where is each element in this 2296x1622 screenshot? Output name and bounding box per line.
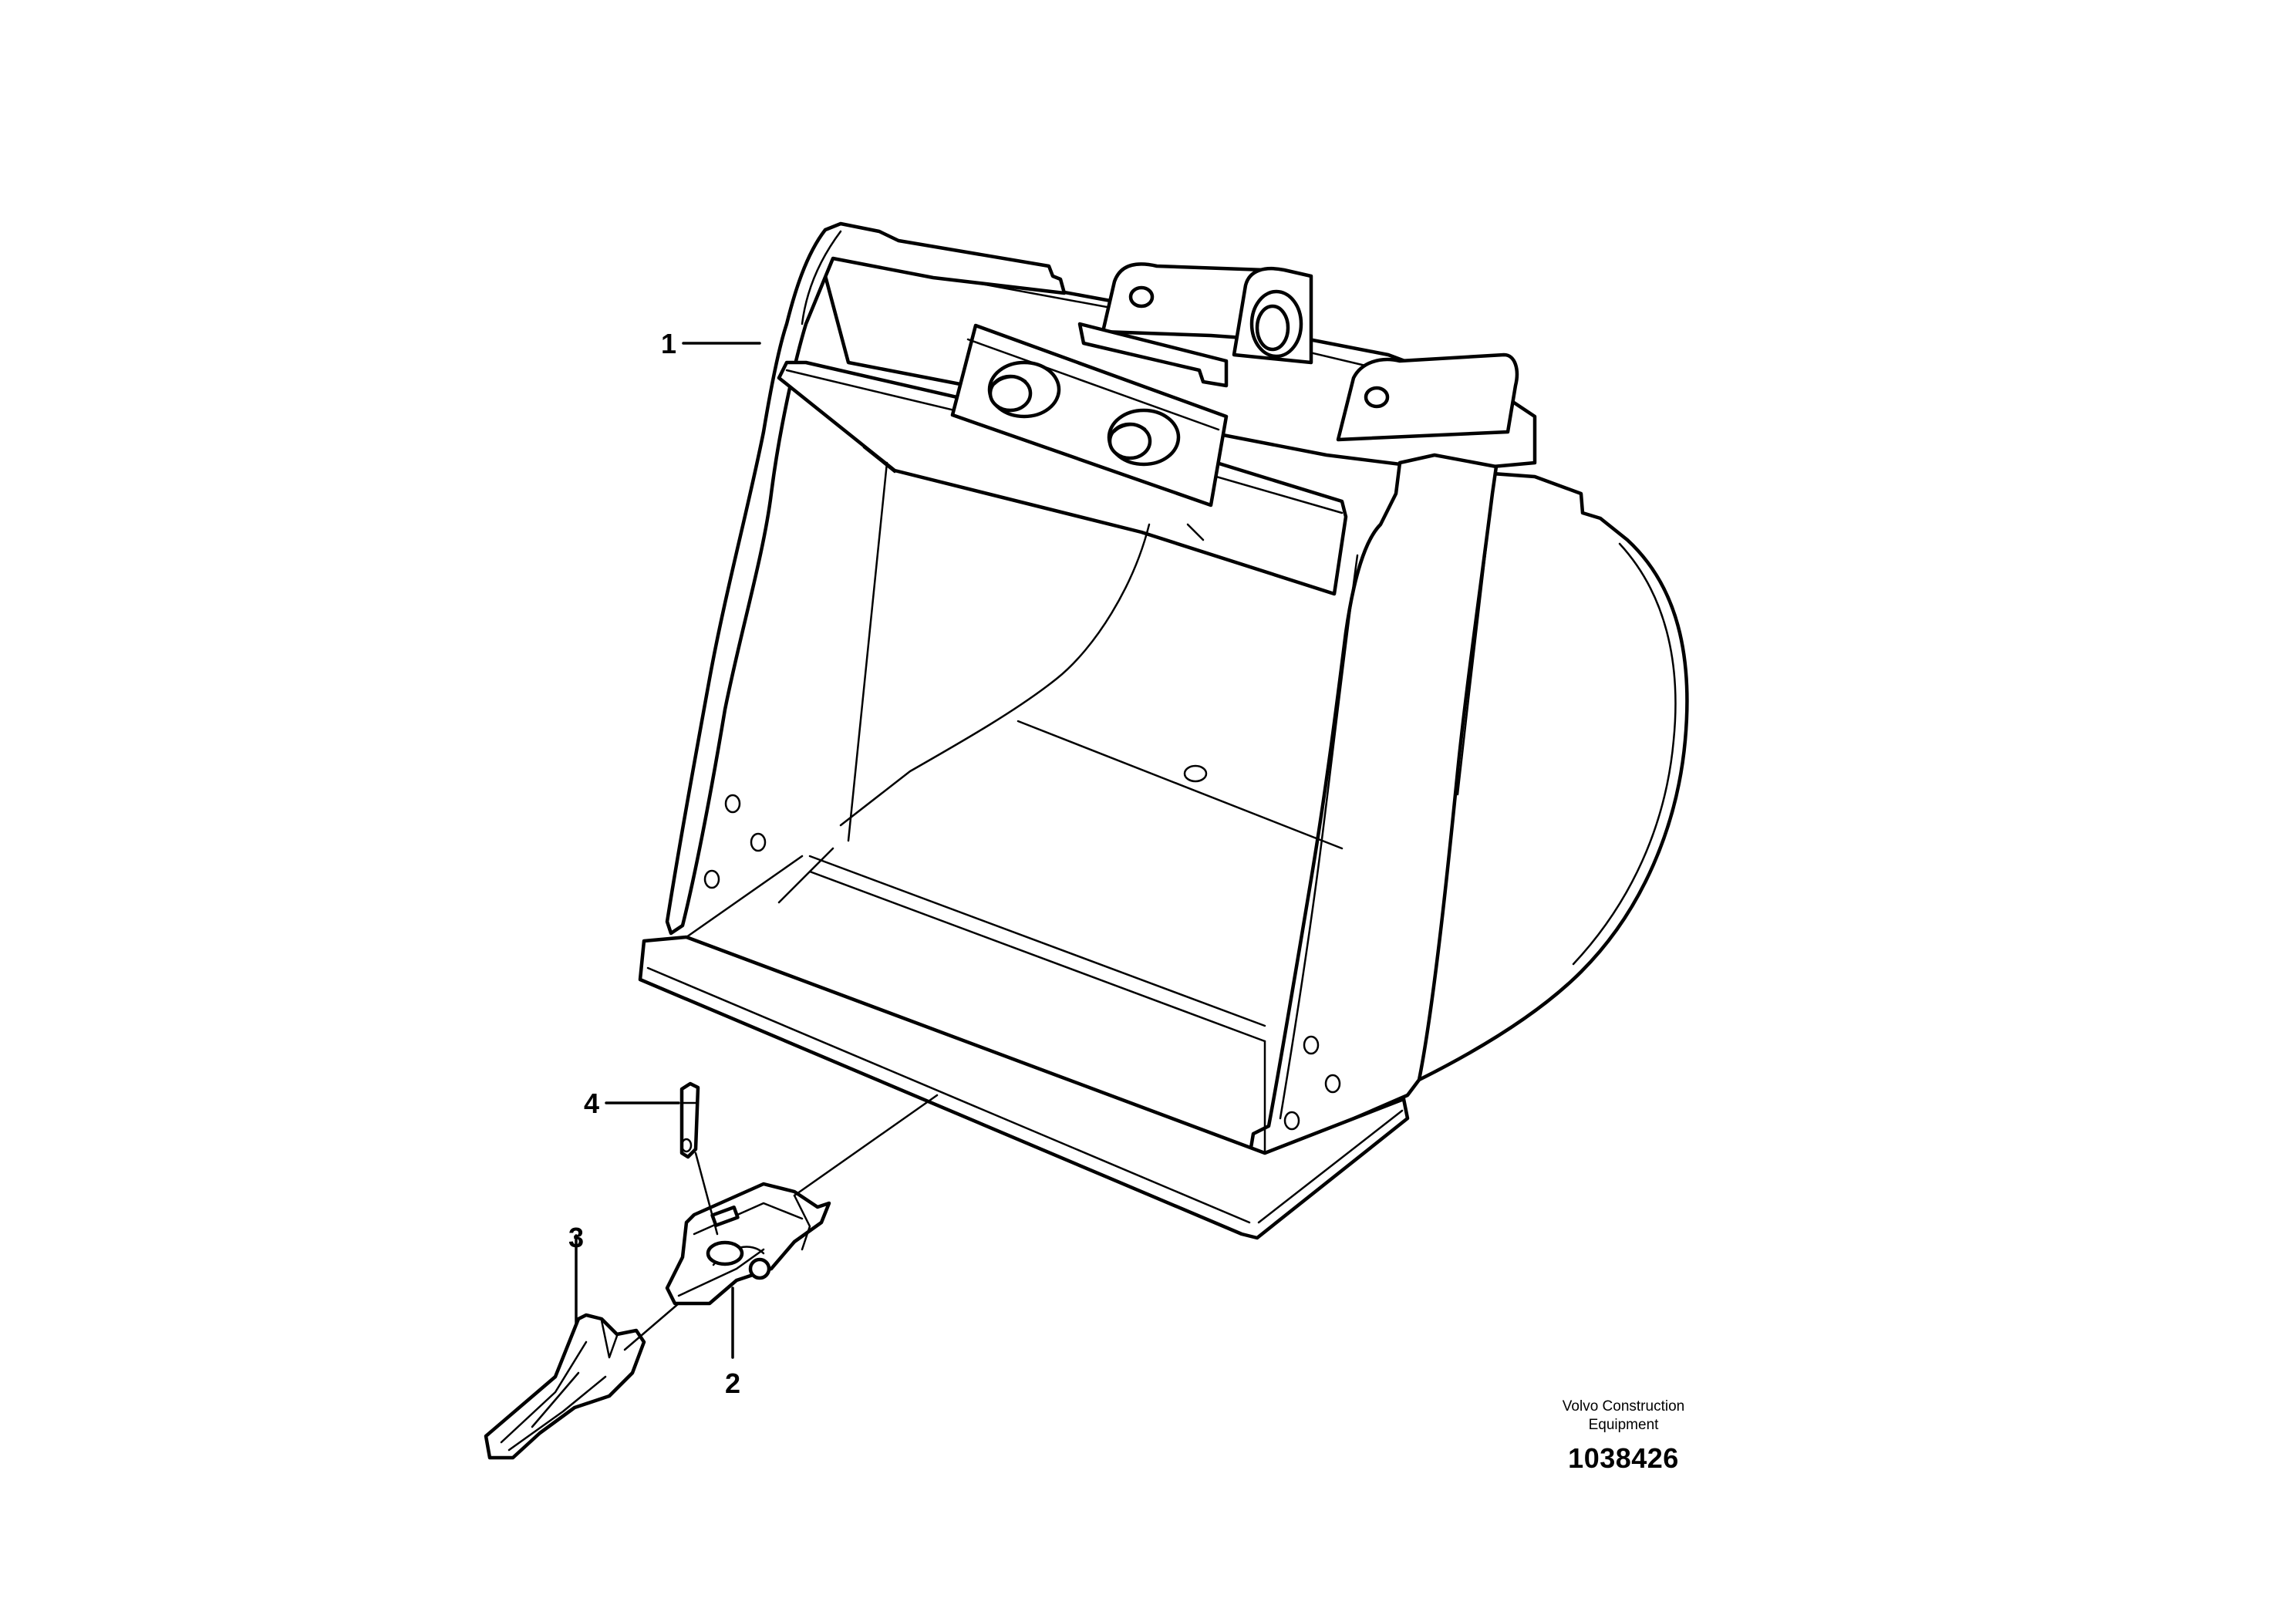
cutting-edge xyxy=(638,935,1410,1240)
left-side-plate xyxy=(665,221,1067,936)
bucket-interior-wall xyxy=(839,523,1151,827)
bucket-assembly xyxy=(638,221,1689,1240)
callout-4: 4 xyxy=(584,1088,600,1119)
company-name-line1: Volvo Construction xyxy=(1562,1398,1685,1415)
locking-pin xyxy=(679,1081,700,1159)
bucket-tooth xyxy=(484,1313,646,1460)
callout-2: 2 xyxy=(725,1367,741,1399)
drawing-number: 1038426 xyxy=(1568,1442,1679,1474)
right-side-plate xyxy=(1247,453,1499,1159)
leader-lines xyxy=(575,342,939,1359)
credit-block: Volvo Construction Equipment 1038426 xyxy=(1512,1398,1735,1475)
side-plate-holes xyxy=(703,794,1341,1131)
upper-lug-right xyxy=(1336,352,1519,442)
callout-3: 3 xyxy=(568,1222,585,1253)
pin-boss-right xyxy=(1107,408,1181,467)
tooth-adapter xyxy=(665,1182,831,1306)
company-name-line2: Equipment xyxy=(1588,1417,1659,1433)
callout-1: 1 xyxy=(661,328,677,359)
pin-boss-left xyxy=(987,360,1061,419)
